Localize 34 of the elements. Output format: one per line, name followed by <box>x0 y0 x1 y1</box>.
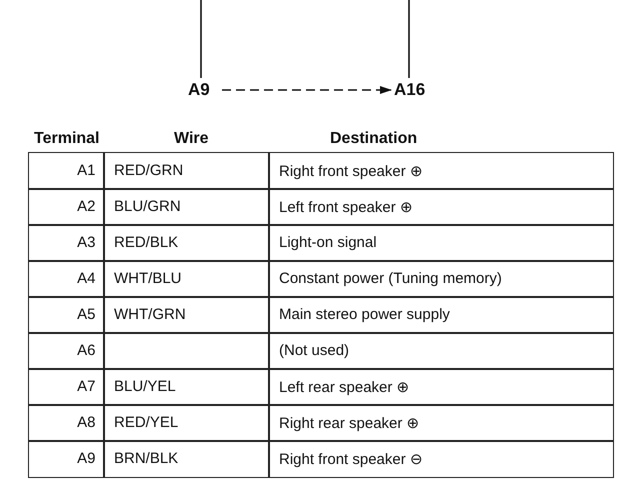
table-cell: A6 <box>28 332 104 370</box>
table-cell: RED/BLK <box>103 224 270 262</box>
wire-line <box>408 0 410 78</box>
terminal-label: A16 <box>394 80 426 100</box>
column-header: Terminal <box>34 130 100 148</box>
dashed-arrow <box>222 86 392 94</box>
table-cell: A3 <box>28 224 104 262</box>
table-cell: A9 <box>28 440 104 478</box>
table-cell: A2 <box>28 188 104 226</box>
table-cell: Left front speaker ⊕ <box>268 188 614 226</box>
table-cell: (Not used) <box>268 332 614 370</box>
table-cell: A5 <box>28 296 104 334</box>
table-cell: Light-on signal <box>268 224 614 262</box>
table-cell: BLU/GRN <box>103 188 270 226</box>
column-header: Wire <box>174 130 209 148</box>
wire-line <box>200 0 202 78</box>
table-cell: Left rear speaker ⊕ <box>268 368 614 406</box>
table-cell: Main stereo power supply <box>268 296 614 334</box>
table-cell: WHT/GRN <box>103 296 270 334</box>
table-cell: RED/GRN <box>103 152 270 190</box>
table-cell: A8 <box>28 404 104 442</box>
table-cell: Right rear speaker ⊕ <box>268 404 614 442</box>
table-cell: A4 <box>28 260 104 298</box>
table-cell: A1 <box>28 152 104 190</box>
terminal-label: A9 <box>188 80 210 100</box>
table-cell: BRN/BLK <box>103 440 270 478</box>
table-cell: Right front speaker ⊖ <box>268 440 614 478</box>
column-header: Destination <box>330 130 418 148</box>
table-cell: RED/YEL <box>103 404 270 442</box>
table-cell: A7 <box>28 368 104 406</box>
table-cell: WHT/BLU <box>103 260 270 298</box>
table-cell: BLU/YEL <box>103 368 270 406</box>
table-cell: Right front speaker ⊕ <box>268 152 614 190</box>
table-cell: Constant power (Tuning memory) <box>268 260 614 298</box>
